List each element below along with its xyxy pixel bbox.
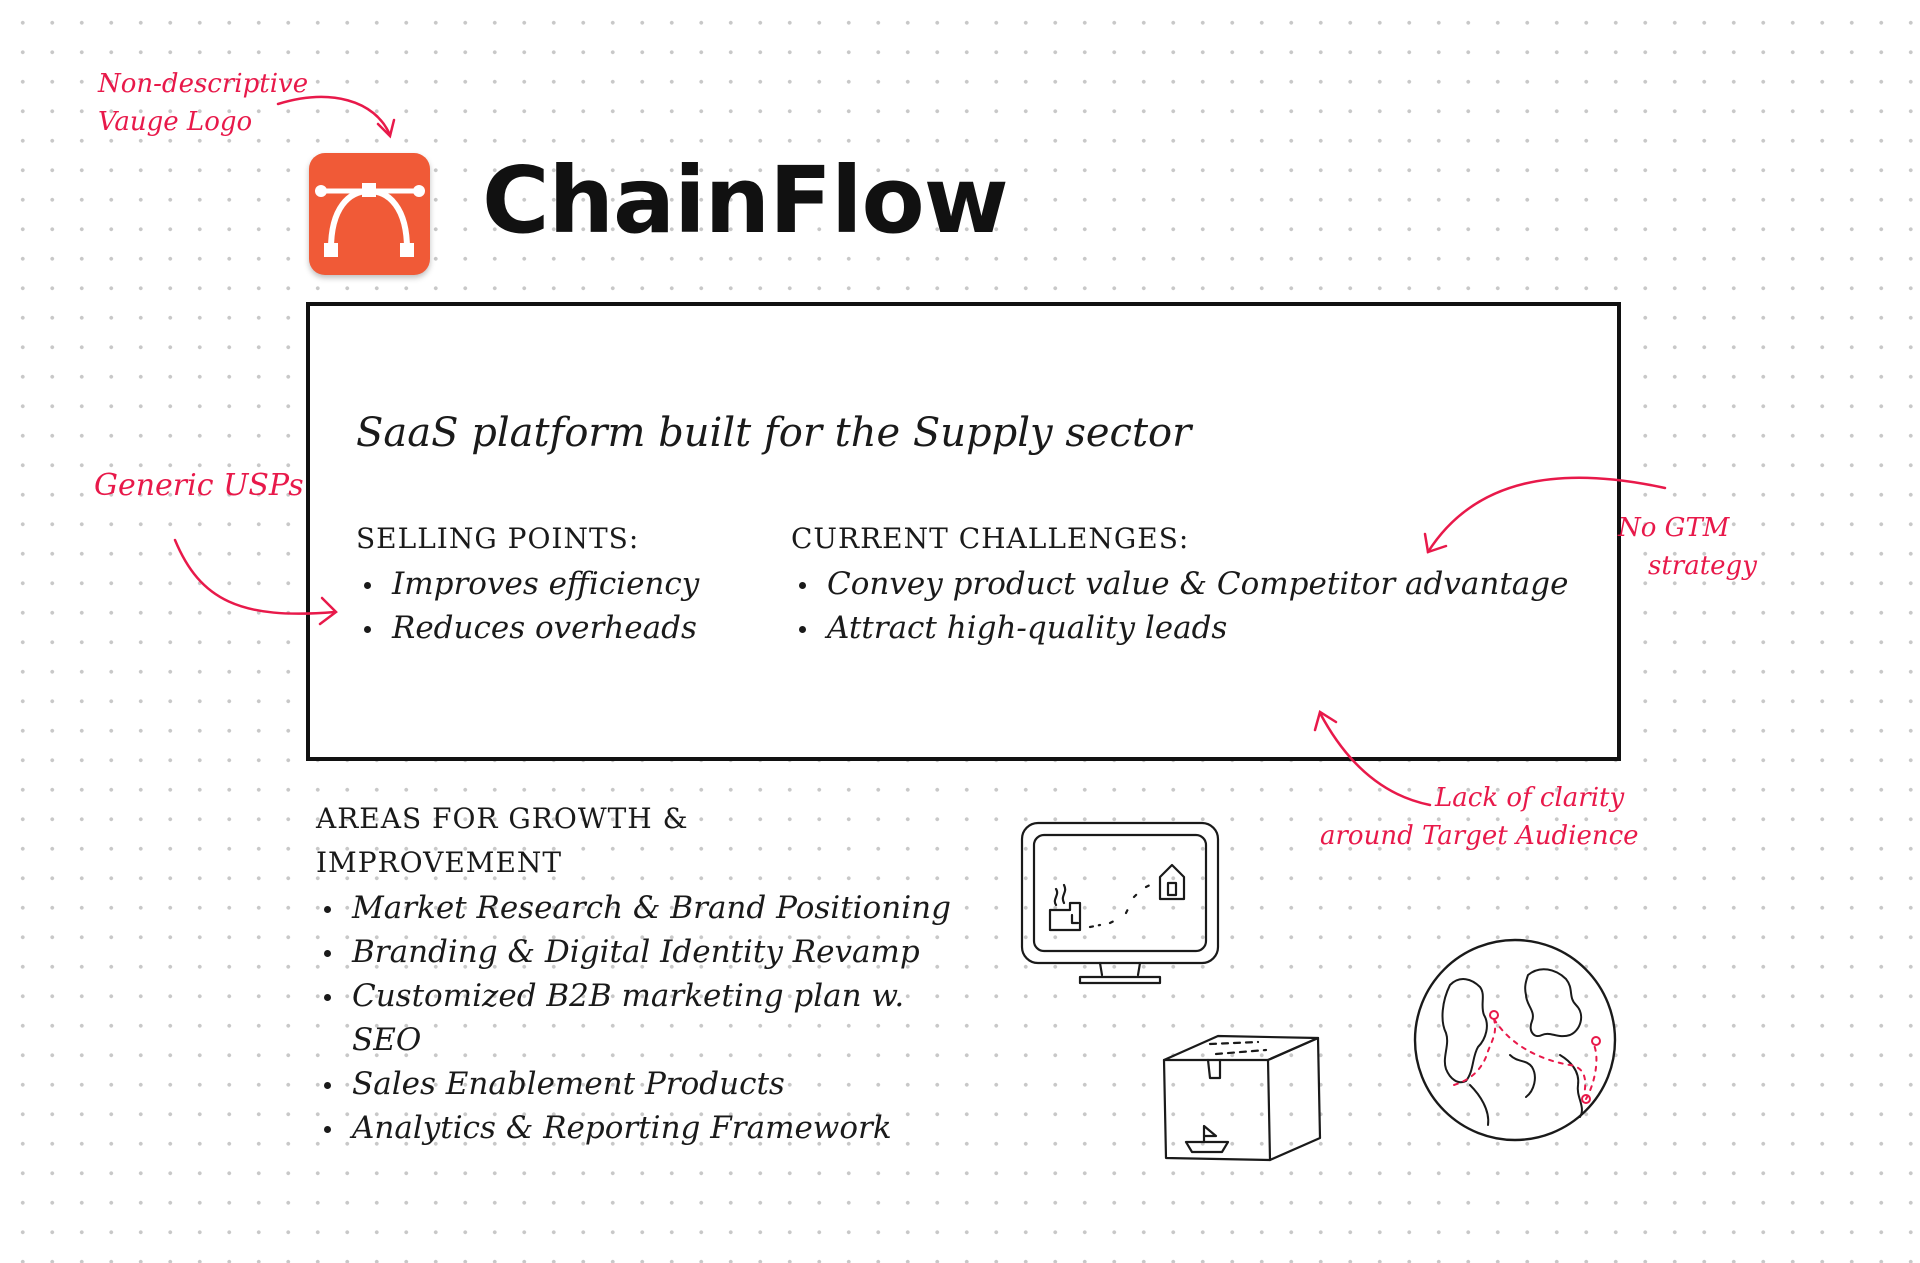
- list-item: Branding & Digital Identity Revamp: [316, 930, 976, 974]
- monitor-with-map-sketch: [1020, 821, 1220, 985]
- logo: [309, 153, 430, 275]
- arrow-to-card-bottom: [1318, 711, 1432, 807]
- arrow-to-challenges: [1426, 476, 1667, 554]
- bezier-pen-tool-icon: [315, 183, 425, 257]
- list-item: Market Research & Brand Positioning: [316, 886, 976, 930]
- list-item: Customized B2B marketing plan w. SEO: [316, 974, 952, 1062]
- growth-heading-line1: AREAS FOR GROWTH &: [316, 802, 689, 835]
- annotation-usps: Generic USPs: [94, 468, 304, 503]
- selling-points-heading: SELLING POINTS:: [356, 522, 640, 555]
- info-card: [306, 302, 1621, 761]
- list-item: Analytics & Reporting Framework: [316, 1106, 976, 1150]
- globe-with-routes-sketch: [1413, 938, 1617, 1142]
- card-headline: SaaS platform built for the Supply secto…: [356, 410, 1192, 456]
- arrow-to-usps: [173, 538, 337, 615]
- selling-points-list: Improves efficiency Reduces overheads: [356, 562, 756, 650]
- list-item: Convey product value & Competitor advant…: [791, 562, 1591, 606]
- shipping-box-sketch: [1162, 1034, 1322, 1162]
- annotation-gtm: No GTM strategy: [1618, 513, 1757, 581]
- annotation-logo: Non-descriptive Vauge Logo: [98, 69, 309, 137]
- brand-name: ChainFlow: [482, 147, 1009, 254]
- list-item: Attract high-quality leads: [791, 606, 1591, 650]
- annotation-audience: Lack of clarity around Target Audience: [1320, 783, 1639, 851]
- list-item: Reduces overheads: [356, 606, 756, 650]
- list-item: Sales Enablement Products: [316, 1062, 976, 1106]
- list-item: Improves efficiency: [356, 562, 756, 606]
- growth-heading-line2: IMPROVEMENT: [316, 846, 563, 879]
- challenges-heading: CURRENT CHALLENGES:: [791, 522, 1190, 555]
- arrow-to-logo: [276, 95, 392, 137]
- challenges-list: Convey product value & Competitor advant…: [791, 562, 1591, 650]
- growth-list: Market Research & Brand Positioning Bran…: [316, 886, 976, 1150]
